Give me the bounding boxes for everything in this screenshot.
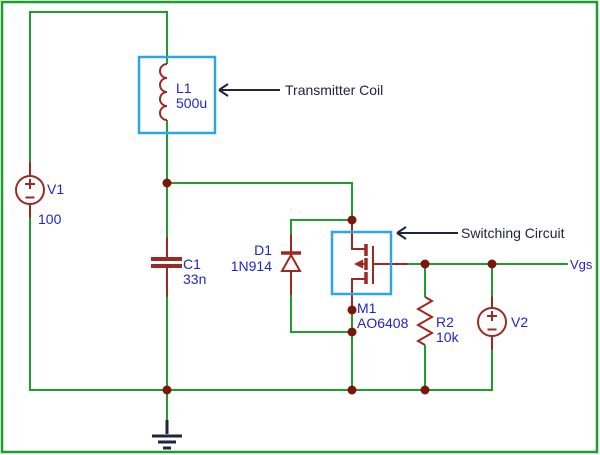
switching-circuit-highlight-box (330, 230, 393, 296)
junction-dot (347, 215, 357, 225)
junction-dot (347, 385, 357, 395)
voltage-source-symbol (477, 307, 507, 337)
voltage-source-symbol (15, 175, 45, 205)
wire-segment (167, 182, 353, 220)
switching-circuit-annotation: Switching Circuit (396, 225, 565, 241)
component-value: AO6408 (357, 315, 409, 331)
ground-symbol (152, 420, 182, 450)
d1-diode: D1 1N914 (231, 234, 302, 295)
inductor-symbol (159, 63, 168, 121)
capacitor-plate (151, 257, 182, 261)
junction-dot (420, 385, 430, 395)
component-value: 33n (183, 271, 206, 287)
c1-capacitor: C1 33n (151, 237, 206, 297)
component-value: 1N914 (231, 258, 272, 274)
annotation-text: Transmitter Coil (285, 82, 383, 98)
wire-segment (290, 295, 352, 333)
source-lead (351, 278, 366, 310)
capacitor-plate (151, 264, 182, 268)
component-ref: M1 (357, 300, 377, 316)
v1-voltage-source: V1 100 (15, 162, 64, 227)
junction-dot (487, 259, 497, 269)
left-arrow (218, 83, 280, 97)
component-value: 10k (436, 329, 460, 345)
left-arrow (396, 226, 458, 240)
junction-dot (420, 259, 430, 269)
component-ref: V1 (47, 181, 64, 197)
wire-segment (29, 11, 168, 164)
drain-lead (351, 220, 366, 250)
junction-dot (347, 327, 357, 337)
m1-mosfet: M1 AO6408 (351, 220, 409, 331)
junction-dot (162, 178, 172, 188)
plus-minus-marks (487, 311, 497, 331)
junction-dots (162, 178, 497, 395)
wire-segment (29, 216, 493, 391)
r2-resistor: R2 10k (415, 296, 460, 346)
wire-net (29, 11, 568, 420)
junction-dot (347, 305, 357, 315)
diode-triangle (280, 252, 302, 272)
plus-minus-marks (25, 179, 35, 199)
component-value: 100 (38, 211, 62, 227)
net-label-vgs: Vgs (570, 257, 593, 272)
transmitter-coil-annotation: Transmitter Coil (218, 82, 383, 98)
annotation-text: Switching Circuit (461, 225, 565, 241)
component-ref: V2 (511, 314, 528, 330)
resistor-zigzag (415, 296, 435, 346)
transmitter-coil-highlight-box (137, 55, 217, 135)
junction-dot (162, 385, 172, 395)
component-value: 500u (176, 95, 207, 111)
component-ref: D1 (254, 242, 272, 258)
wire-segment (290, 219, 352, 234)
component-ref: L1 (176, 80, 192, 96)
l1-inductor: L1 500u (159, 63, 207, 121)
body-arrow (354, 259, 363, 269)
v2-voltage-source: V2 (477, 296, 528, 350)
component-ref: C1 (183, 256, 201, 272)
component-ref: R2 (436, 314, 454, 330)
